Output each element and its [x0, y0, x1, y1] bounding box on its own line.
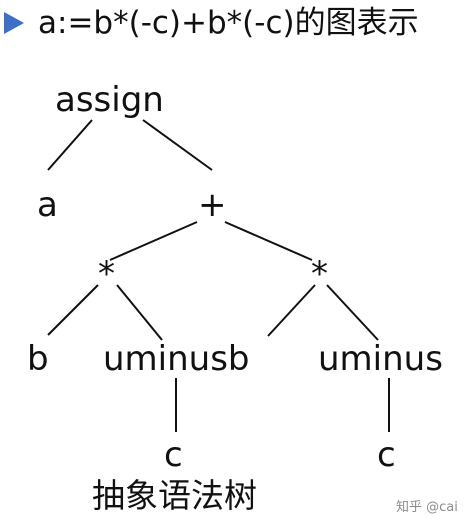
node-plus: + — [198, 185, 227, 225]
node-a: a — [37, 185, 58, 225]
heading-text: a:=b*(-c)+b*(-c)的图表示 — [38, 5, 419, 41]
node-mul-right: * — [311, 254, 328, 294]
edge-mul-right-uminus-a — [267, 284, 316, 337]
edge-plus-mul-left — [109, 221, 198, 261]
node-c-left: c — [164, 435, 183, 475]
edge-plus-mul-right — [224, 221, 313, 261]
node-uminusb: uminusb — [103, 339, 250, 379]
node-uminus: uminus — [318, 339, 443, 379]
node-b: b — [27, 339, 49, 379]
node-assign: assign — [55, 80, 164, 120]
node-mul-left: * — [98, 254, 115, 294]
watermark: 知乎 @cai — [396, 500, 458, 515]
triangle-bullet-icon — [4, 12, 24, 34]
node-c-right: c — [377, 435, 396, 475]
slide-heading: a:=b*(-c)+b*(-c)的图表示 — [0, 4, 472, 48]
diagram-caption: 抽象语法树 — [92, 476, 257, 515]
edge-mul-right-uminus-b — [326, 284, 379, 341]
edge-mul-left-uminusb — [116, 284, 163, 341]
edge-mul-left-b — [47, 284, 99, 336]
edge-assign-plus — [142, 119, 213, 171]
edge-assign-a — [47, 119, 93, 171]
